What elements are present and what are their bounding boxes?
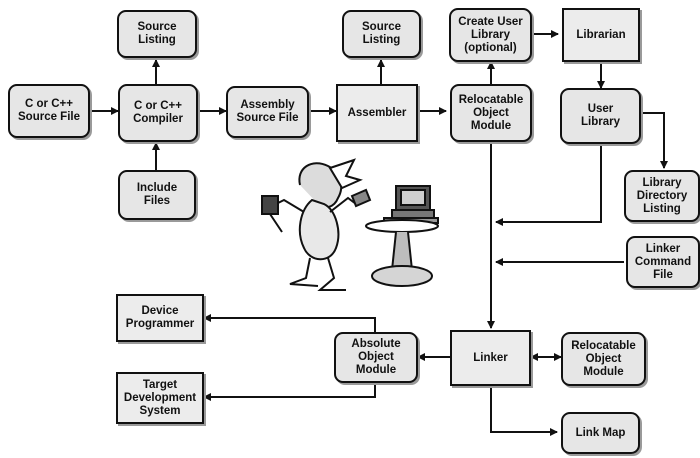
source-listing-2-box: Source Listing [342,10,421,58]
relocatable-object-2-box: Relocatable Object Module [561,332,646,386]
create-user-library-box: Create User Library (optional) [449,8,532,62]
linker-box: Linker [450,330,531,386]
include-files-box: Include Files [118,170,196,220]
assembler-box: Assembler [336,84,418,142]
absolute-object-module-box: Absolute Object Module [334,332,418,383]
linker-command-file-box: Linker Command File [626,236,700,288]
source-listing-1-box: Source Listing [117,10,197,58]
arrow-user-library-to-linker-bus [495,144,602,226]
assembly-source-box: Assembly Source File [226,86,309,138]
bird-with-mallet-illustration [261,158,372,291]
target-development-system-box: Target Development System [116,372,204,424]
arrow-linker-to-link-map [490,386,558,436]
library-directory-listing-box: Library Directory Listing [624,170,700,222]
link-map-box: Link Map [561,412,640,454]
computer-on-table-illustration [365,185,439,287]
arrow-absolute-to-device-programmer [203,314,376,332]
user-library-box: User Library [560,88,641,144]
arrow-user-library-to-directory [641,112,668,169]
relocatable-object-1-box: Relocatable Object Module [450,84,532,142]
arrow-absolute-to-target-system [203,383,376,401]
librarian-box: Librarian [562,8,640,62]
c-source-file-box: C or C++ Source File [8,84,90,138]
device-programmer-box: Device Programmer [116,294,204,342]
compiler-box: C or C++ Compiler [118,84,198,142]
